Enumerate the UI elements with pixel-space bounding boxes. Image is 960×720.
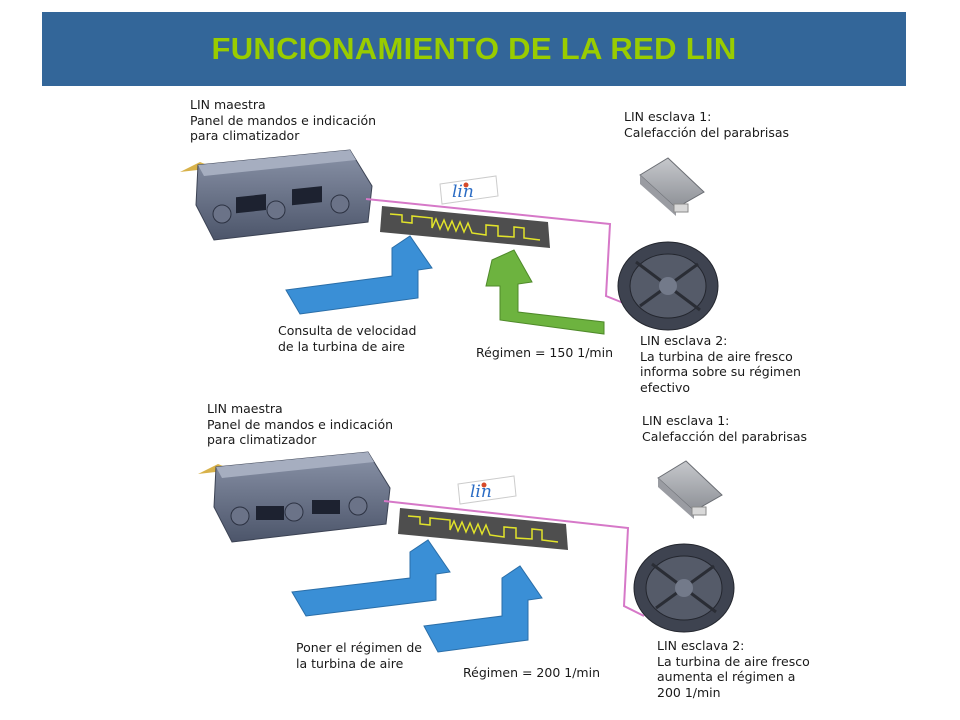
bottom-slave2-label: LIN esclava 2: La turbina de aire fresco… <box>657 638 810 700</box>
bottom-scene: lin <box>198 451 735 653</box>
bottom-regime-label: Régimen = 200 1/min <box>463 665 600 681</box>
top-master-label-line3: para climatizador <box>190 128 300 143</box>
bottom-command-label-line2: la turbina de aire <box>296 655 404 671</box>
top-slave2-label-line2: La turbina de aire fresco <box>640 348 793 364</box>
bottom-master-label-line2: Panel de mandos e indicación <box>207 416 394 432</box>
bottom-master-label-line1: LIN maestra <box>207 401 283 416</box>
top-query-arrow <box>285 235 433 315</box>
bottom-command-arrow-2 <box>423 565 543 653</box>
top-control-panel <box>180 149 373 241</box>
bottom-slave2-label-line1: LIN esclava 2: <box>657 638 745 653</box>
bottom-lin-logo: lin <box>457 475 517 505</box>
top-slave1-label-line2: Calefacción del parabrisas <box>624 124 790 140</box>
bottom-command-label: Poner el régimen de la turbina de aire <box>296 640 422 671</box>
bottom-heating-module <box>657 460 723 519</box>
top-slave2-label-line3: informa sobre su régimen <box>640 364 801 379</box>
top-lin-logo: lin <box>439 175 499 205</box>
bottom-bus-wire <box>383 500 645 617</box>
bottom-control-panel <box>198 451 391 543</box>
top-blower-motor <box>617 241 719 331</box>
top-slave1-label-line1: LIN esclava 1: <box>624 109 712 124</box>
top-response-arrow <box>485 249 605 335</box>
top-scene: lin <box>180 149 719 335</box>
top-lin-logo-text: lin <box>452 182 474 202</box>
bottom-blower-motor <box>633 543 735 633</box>
bottom-slave1-label: LIN esclava 1: Calefacción del parabrisa… <box>642 413 807 444</box>
top-signal-strip <box>380 206 550 248</box>
top-query-label-line1: Consulta de velocidad <box>278 323 417 338</box>
top-regime-label: Régimen = 150 1/min <box>476 345 613 361</box>
bottom-command-arrow-1 <box>291 539 451 617</box>
bottom-command-label-line1: Poner el régimen de <box>296 640 422 655</box>
bottom-slave2-label-line4: 200 1/min <box>657 684 721 700</box>
bottom-master-label-line3: para climatizador <box>207 432 317 447</box>
top-master-label-line2: Panel de mandos e indicación <box>190 112 377 128</box>
top-slave2-label-line4: efectivo <box>640 379 691 395</box>
bottom-slave2-label-line2: La turbina de aire fresco <box>657 653 810 669</box>
top-query-label: Consulta de velocidad de la turbina de a… <box>278 323 416 354</box>
top-regime-text: Régimen = 150 1/min <box>476 345 613 360</box>
top-master-label: LIN maestra Panel de mandos e indicación… <box>190 97 376 144</box>
bottom-signal-strip <box>398 508 568 550</box>
bottom-slave1-label-line1: LIN esclava 1: <box>642 413 730 428</box>
top-slave1-label: LIN esclava 1: Calefacción del parabrisa… <box>624 109 789 140</box>
title-bar: FUNCIONAMIENTO DE LA RED LIN <box>42 12 906 86</box>
top-master-label-line1: LIN maestra <box>190 97 266 112</box>
top-slave2-label: LIN esclava 2: La turbina de aire fresco… <box>640 333 801 395</box>
bottom-slave1-label-line2: Calefacción del parabrisas <box>642 428 808 444</box>
bottom-master-label: LIN maestra Panel de mandos e indicación… <box>207 401 393 448</box>
bottom-lin-logo-text: lin <box>470 482 492 502</box>
bottom-regime-text: Régimen = 200 1/min <box>463 665 600 680</box>
top-slave2-label-line1: LIN esclava 2: <box>640 333 728 348</box>
top-bus-wire <box>365 198 627 305</box>
top-heating-module <box>639 157 705 216</box>
page-title: FUNCIONAMIENTO DE LA RED LIN <box>211 31 737 66</box>
bottom-slave2-label-line3: aumenta el régimen a <box>657 669 796 684</box>
top-query-label-line2: de la turbina de aire <box>278 338 405 354</box>
